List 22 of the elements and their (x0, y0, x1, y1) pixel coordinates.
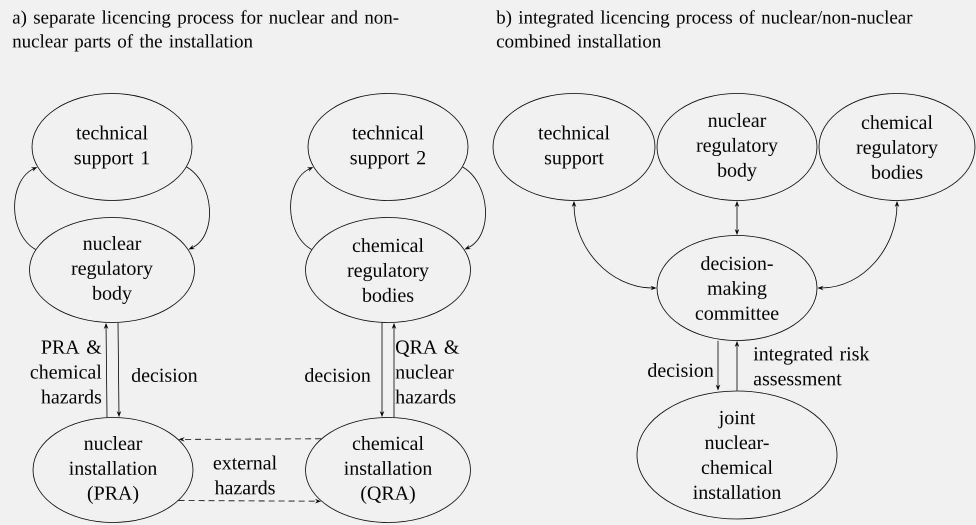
oval-node: chemical regulatory bodies (305, 217, 471, 323)
panel-heading: b) integrated licencing process of nuclear/non-nuclear combined installation (496, 10, 912, 48)
edge-label: decision (305, 368, 370, 382)
oval-node: nuclear regulatory body (656, 93, 818, 201)
edge-label: decision (132, 368, 198, 382)
oval-node: nuclear installation (PRA) (32, 417, 194, 523)
arrow (186, 166, 210, 250)
oval-node: chemical installation (QRA) (305, 417, 471, 523)
edge-label: integrated risk assessment (754, 346, 870, 386)
edge-label: PRA & chemical hazards (30, 340, 102, 404)
oval-node: technical support 2 (308, 93, 468, 201)
oval-node: technical support 1 (32, 93, 192, 201)
edge-label: decision (648, 362, 714, 377)
oval-node: decision-making committee (656, 235, 818, 341)
panel-heading: a) separate licencing process for nuclear and non-nuclear parts of the installation (12, 10, 398, 52)
edge-label: external hazards (214, 456, 277, 494)
edge-label: QRA & nuclear hazards (395, 340, 460, 404)
oval-node: chemical regulatory bodies (818, 93, 976, 201)
oval-node: technical support (492, 93, 656, 201)
oval-node: joint nuclear-chemical installation (636, 390, 838, 520)
oval-node: nuclear regulatory body (29, 217, 195, 323)
arrow (462, 166, 486, 250)
